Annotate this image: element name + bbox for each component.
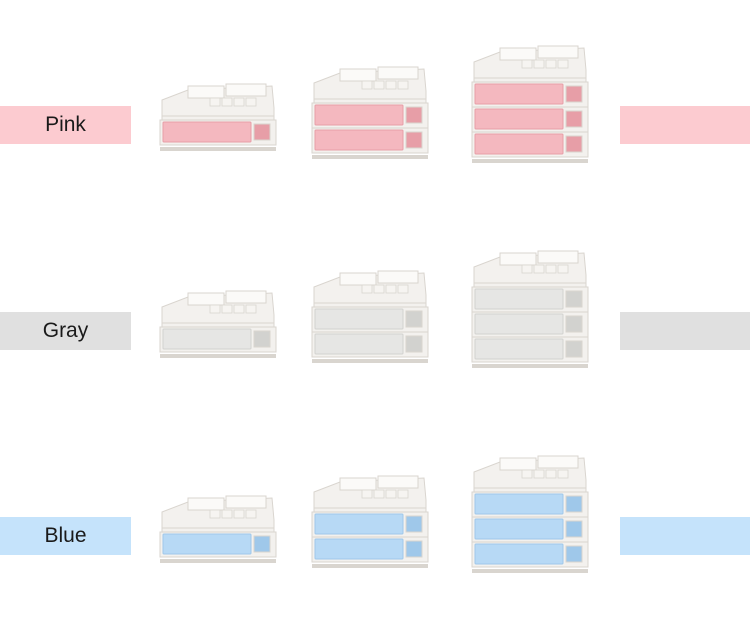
organizer-3-drawer-blue (470, 452, 590, 575)
row-gray: Gray (0, 205, 750, 405)
organizer-3-drawer-pink (470, 42, 590, 165)
color-swatch-gray (620, 312, 750, 350)
organizer-2-drawer-pink (310, 63, 430, 161)
row-blue: Blue (0, 410, 750, 610)
organizer-1-drawer-gray (158, 287, 278, 360)
color-label-pink: Pink (0, 106, 131, 144)
organizer-2-drawer-blue (310, 472, 430, 570)
color-label-blue: Blue (0, 517, 131, 555)
color-swatch-blue (620, 517, 750, 555)
color-label-gray: Gray (0, 312, 131, 350)
row-pink: Pink (0, 0, 750, 200)
organizer-2-drawer-gray (310, 267, 430, 365)
color-swatch-pink (620, 106, 750, 144)
organizer-3-drawer-gray (470, 247, 590, 370)
organizer-1-drawer-pink (158, 80, 278, 153)
organizer-1-drawer-blue (158, 492, 278, 565)
